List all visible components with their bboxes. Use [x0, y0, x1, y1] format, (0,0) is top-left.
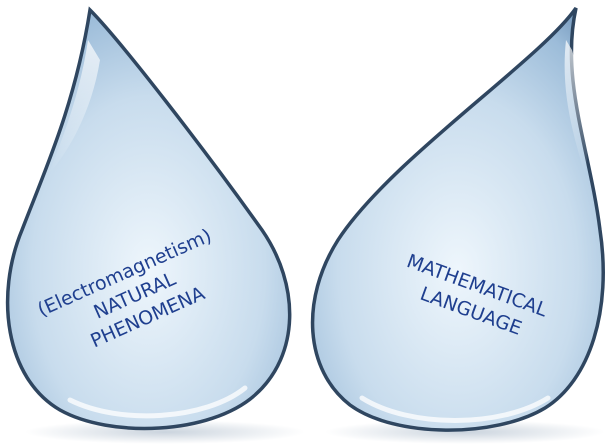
- left-drop-rim-highlight: [67, 385, 248, 419]
- left-drop: (Electromagnetism) NATURAL PHENOMENA: [5, 6, 292, 431]
- right-drop: MATHEMATICAL LANGUAGE: [310, 7, 605, 432]
- right-drop-rim-highlight: [359, 395, 551, 423]
- left-drop-shine: [48, 40, 100, 175]
- left-drop-shadow: [25, 420, 305, 444]
- left-drop-body: [5, 6, 292, 431]
- right-drop-shine: [564, 40, 588, 175]
- right-drop-body: [310, 7, 605, 432]
